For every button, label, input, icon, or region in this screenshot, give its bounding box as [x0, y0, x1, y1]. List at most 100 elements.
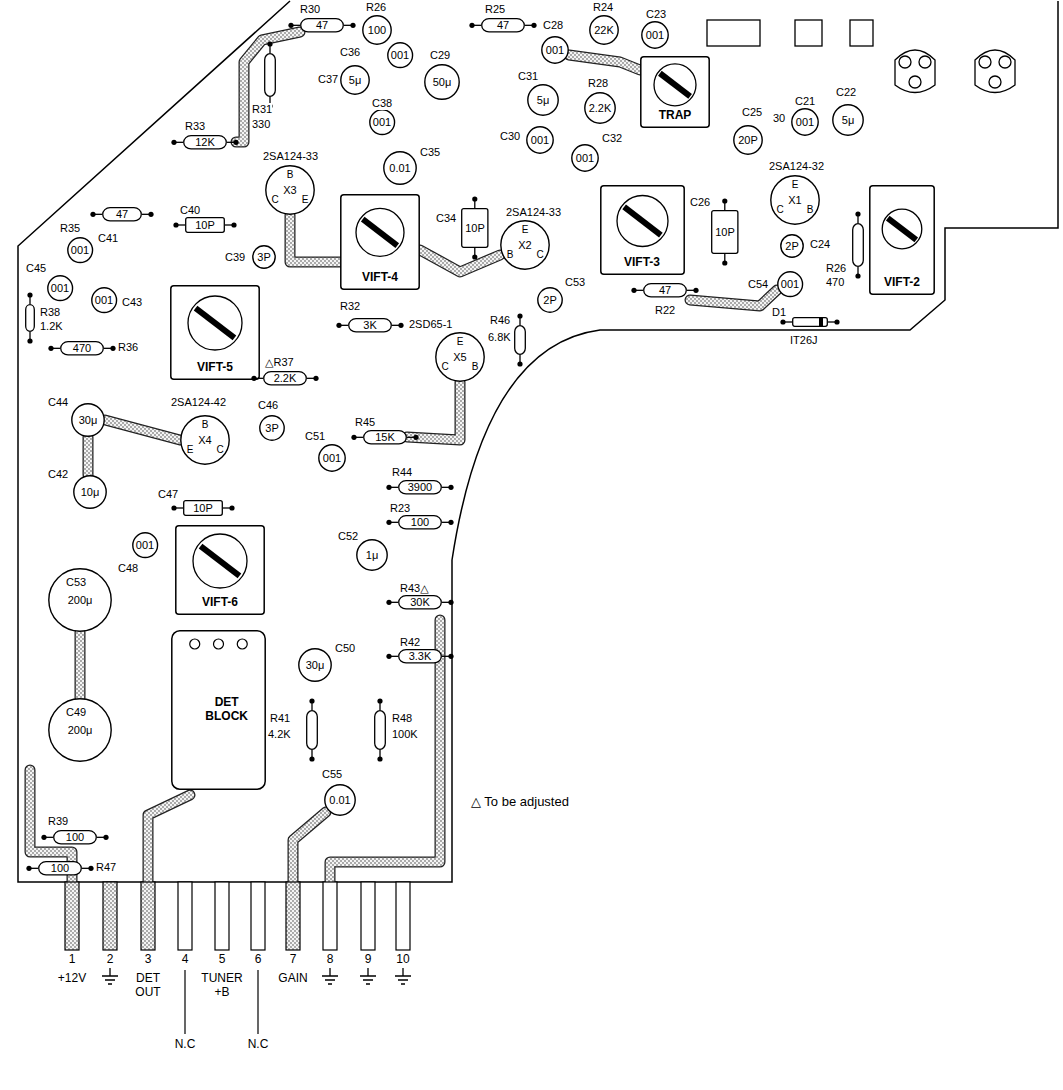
resistor: R31330 — [264, 53, 276, 97]
pin-letter: C — [215, 444, 224, 456]
terminal-number: 9 — [364, 953, 373, 967]
terminal-name: +12V — [57, 972, 87, 986]
reference-designator: C40 — [180, 204, 200, 217]
detector-block: DET BLOCK — [171, 630, 266, 790]
pin-letter: E — [456, 336, 465, 348]
capacitor: C4430μ — [71, 403, 105, 437]
pin-letter: C — [775, 204, 784, 216]
terminal-name: N.C — [247, 1038, 270, 1052]
resistor: R423.3K — [398, 649, 442, 664]
ift-can: VIFT-4 — [340, 194, 420, 290]
component-value: 20P — [738, 134, 758, 147]
component-value: 100K — [392, 728, 418, 741]
capacitor: C4210μ — [73, 475, 107, 509]
component-value: 12K — [195, 136, 215, 149]
part-name: VIFT-3 — [624, 256, 660, 270]
pin-letter: C — [535, 249, 544, 261]
component-value: 001 — [546, 44, 564, 57]
terminal-name: GAIN — [277, 972, 308, 986]
terminal-number: 10 — [395, 953, 410, 967]
reference-designator: R22 — [655, 304, 675, 317]
component-value: 100 — [411, 516, 429, 529]
pin-letter: E — [791, 179, 800, 191]
reference-designator: C44 — [48, 396, 68, 409]
component-value: 470 — [826, 276, 844, 289]
nc-leaders — [185, 970, 258, 1034]
ift-can: VIFT-2 — [869, 185, 935, 295]
capacitor: C350.01 — [383, 151, 417, 185]
transistor-ref: X4 — [198, 434, 211, 447]
reference-designator: R46 — [490, 314, 510, 327]
capacitor: C463P — [259, 415, 285, 441]
reference-designator: C48 — [118, 562, 138, 575]
pin-letter: B — [506, 249, 515, 261]
component-value: 0.01 — [389, 162, 410, 175]
pin-letter: E — [186, 444, 195, 456]
resistor: R39100 — [53, 830, 97, 845]
reference-designator: C55 — [322, 768, 342, 781]
resistor: R3312K — [183, 135, 227, 150]
reference-designator: R47 — [96, 861, 116, 874]
resistor: R414.2K — [306, 710, 318, 750]
board-outline — [18, 1, 1058, 882]
component-value: 001 — [136, 539, 154, 552]
reference-designator: C52 — [338, 530, 358, 543]
component-value: 330 — [252, 118, 270, 131]
resistor-symbol — [852, 223, 864, 267]
capacitor: R282.2K — [584, 92, 616, 124]
edge-connector — [65, 882, 410, 950]
capacitor: C3410P — [461, 208, 489, 248]
resistor-symbol — [264, 53, 276, 97]
resistor: R323K — [348, 318, 392, 333]
reference-designator: C49 — [66, 706, 86, 719]
component-value: 001 — [51, 282, 69, 295]
capacitor: C36001 — [387, 42, 413, 68]
resistor: R443900 — [398, 480, 442, 495]
reference-designator: R25 — [485, 3, 505, 16]
capacitor: C4010P — [185, 217, 225, 233]
resistor: △R372.2K — [263, 371, 307, 386]
reference-designator: C38 — [372, 97, 392, 110]
capacitor: C54001 — [777, 271, 803, 297]
pin-letter: B — [286, 169, 295, 181]
reference-designator: C21 — [795, 95, 815, 108]
component-value: 10P — [195, 219, 215, 232]
component-value: 100 — [368, 24, 386, 37]
component-value: 001 — [71, 244, 89, 257]
reference-designator: R33 — [185, 120, 205, 133]
capacitor: C32001 — [571, 144, 599, 172]
reference-designator: R35 — [60, 222, 80, 235]
reference-designator: C45 — [26, 262, 46, 275]
component-value: 001 — [781, 278, 799, 291]
reference-designator: C31 — [518, 70, 538, 83]
reference-designator: C54 — [748, 278, 768, 291]
ift-can: VIFT-5 — [170, 285, 260, 380]
component-value: 2.2K — [589, 102, 612, 115]
component-value: 3.3K — [409, 650, 432, 663]
part-name: VIFT-4 — [362, 271, 398, 285]
resistor: R23100 — [398, 515, 442, 530]
transistor-ref: X3 — [283, 184, 296, 197]
resistor: R47100 — [38, 861, 82, 876]
capacitor: C38001 — [369, 109, 395, 135]
reference-designator: R28 — [588, 77, 608, 90]
capacitor: C45001 — [47, 275, 73, 301]
capacitor: C2520P — [733, 125, 763, 155]
reference-designator: △R37 — [265, 356, 294, 369]
reference-designator: R31 — [252, 103, 272, 116]
pin-letter: C — [270, 194, 279, 206]
resistor: R3047 — [300, 18, 344, 33]
diode: D1IT26J — [792, 317, 828, 327]
reference-designator: C42 — [48, 468, 68, 481]
reference-designator: C32 — [602, 132, 622, 145]
component-value: 001 — [796, 116, 814, 129]
capacitor: C51001 — [318, 444, 346, 472]
component-value: 001 — [391, 49, 409, 62]
capacitor: C393P — [252, 245, 276, 269]
capacitor: C375μ — [340, 65, 370, 95]
reference-designator: C24 — [810, 238, 830, 251]
resistor: R466.8K — [514, 325, 526, 355]
capacitor: C521μ — [356, 539, 388, 571]
resistor: R2547 — [481, 18, 525, 33]
component-value: 5μ — [537, 94, 549, 107]
